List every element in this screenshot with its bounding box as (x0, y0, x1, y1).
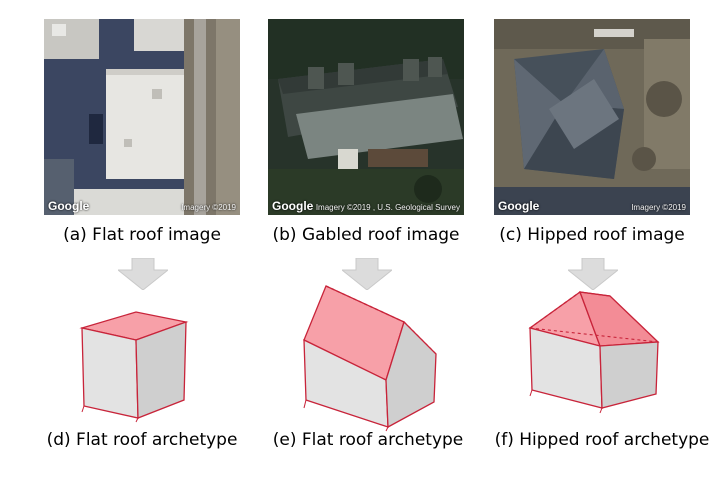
caption-hipped-roof-image: (c) Hipped roof image (499, 225, 685, 245)
down-arrow-icon (342, 258, 392, 290)
satellite-image-gabled-roof: Google Imagery ©2019 , U.S. Geological S… (268, 19, 464, 215)
satellite-image-hipped-roof: Google Imagery ©2019 (494, 19, 690, 215)
caption-gabled-roof-image: (b) Gabled roof image (272, 225, 460, 245)
google-watermark: Google (272, 199, 314, 213)
google-watermark: Google (498, 199, 540, 213)
imagery-credit: Imagery ©2019 (631, 203, 686, 212)
google-watermark: Google (48, 199, 90, 213)
down-arrow-icon (118, 258, 168, 290)
flat-roof-archetype-sketch (79, 311, 189, 423)
caption-flat-roof-archetype-d: (d) Flat roof archetype (46, 430, 238, 450)
imagery-credit: Imagery ©2019 (181, 203, 236, 212)
caption-flat-roof-image: (a) Flat roof image (63, 225, 221, 245)
caption-flat-roof-archetype-e: (e) Flat roof archetype (272, 430, 464, 450)
down-arrow-icon (568, 258, 618, 290)
gabled-roof-archetype-sketch (303, 285, 437, 432)
satellite-image-flat-roof: Google Imagery ©2019 (44, 19, 240, 215)
imagery-credit: Imagery ©2019 , U.S. Geological Survey (315, 203, 460, 212)
caption-hipped-roof-archetype: (f) Hipped roof archetype (494, 430, 710, 450)
hipped-roof-archetype-sketch (528, 290, 660, 414)
